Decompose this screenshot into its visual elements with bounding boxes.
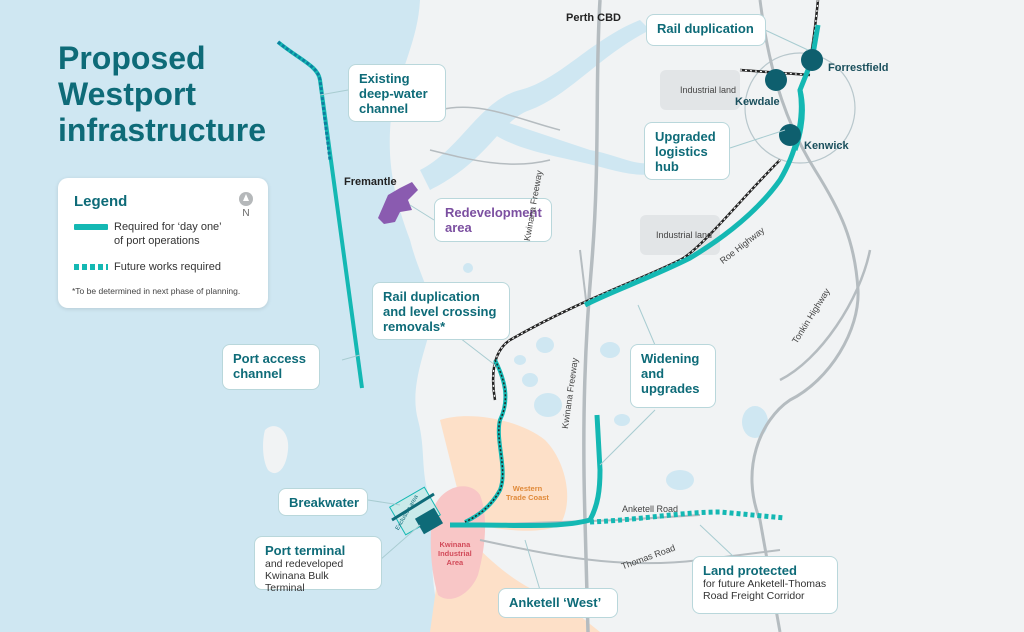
callout-rail-crossing-line2: and level crossing: [383, 304, 497, 319]
callout-land-protected-line1: Land protected: [703, 563, 797, 578]
callout-existing-channel: Existing deep-water channel: [348, 64, 446, 122]
callout-port-terminal-sub2: Kwinana Bulk Terminal: [265, 570, 329, 594]
kwinana-freeway-widening: [587, 414, 603, 522]
callout-port-terminal-sub1: and redeveloped: [265, 558, 344, 570]
kwinana-industrial-zone: [430, 486, 486, 599]
callout-upgraded-hub-line2: logistics: [655, 144, 708, 159]
callout-rail-crossing-line1: Rail duplication: [383, 289, 480, 304]
callout-upgraded-hub-line3: hub: [655, 159, 679, 174]
title-line-2: Westport: [58, 76, 197, 112]
callout-port-terminal: Port terminal and redeveloped Kwinana Bu…: [254, 536, 382, 594]
legend-solid-swatch: [74, 224, 108, 230]
callout-widening-line1: Widening: [641, 351, 700, 366]
lake: [666, 470, 694, 490]
anketell-west-road: [450, 517, 591, 529]
callout-land-protected-sub2: Road Freight Corridor: [703, 590, 805, 602]
callout-port-access-line2: channel: [233, 366, 283, 381]
label-industrial-land-south: Industrial land: [656, 230, 713, 240]
lake: [536, 337, 554, 353]
north-label: N: [242, 208, 250, 219]
callout-rail-duplication-text: Rail duplication: [657, 21, 754, 36]
callout-widening: Widening and upgrades: [630, 344, 716, 408]
callout-redevelopment-line1: Redevelopment: [445, 205, 542, 220]
callout-breakwater: Breakwater: [278, 488, 368, 516]
swan-river: [420, 20, 650, 190]
callout-land-protected: Land protected for future Anketell-Thoma…: [692, 556, 838, 614]
north-arrow: N: [238, 192, 254, 219]
label-kwinana-industrial-line1: Kwinana: [439, 540, 471, 549]
label-anketell-road: Anketell Road: [622, 504, 679, 514]
kenwick-node: [779, 124, 801, 146]
kewdale-node: [765, 69, 787, 91]
callout-port-terminal-line1: Port terminal: [265, 543, 346, 558]
legend-solid-label: Required for ‘day one’ of port operation…: [114, 220, 222, 248]
river-estuary: [495, 120, 664, 175]
lake: [534, 393, 562, 417]
rail-duplication-south-track: [464, 359, 507, 523]
legend-footnote: *To be determined in next phase of plann…: [72, 286, 241, 296]
leader-lines: [319, 29, 809, 591]
label-kewdale: Kewdale: [735, 96, 780, 108]
lake: [463, 263, 473, 273]
legend-solid-line2: of port operations: [114, 235, 200, 247]
callout-port-access: Port access channel: [222, 344, 320, 390]
legend-title: Legend: [74, 193, 128, 210]
label-forrestfield: Forrestfield: [828, 62, 889, 74]
island: [263, 426, 289, 474]
industrial-land-patch: [660, 70, 740, 110]
legend-dashed-label: Future works required: [114, 261, 221, 273]
legend-panel: Legend N Required for ‘day one’ of port …: [58, 178, 268, 308]
label-kenwick: Kenwick: [804, 140, 849, 152]
callout-rail-crossing-line3: removals*: [383, 319, 446, 334]
callout-rail-duplication: Rail duplication: [646, 14, 766, 46]
label-industrial-land-north: Industrial land: [680, 85, 737, 95]
label-fremantle: Fremantle: [344, 176, 397, 188]
title-line-1: Proposed: [58, 40, 206, 76]
lake: [514, 355, 526, 365]
callout-existing-channel-line1: Existing: [359, 71, 410, 86]
label-kwinana-industrial-line2: Industrial: [438, 549, 472, 558]
label-western-trade-coast-line2: Trade Coast: [506, 493, 549, 502]
callout-rail-crossing: Rail duplication and level crossing remo…: [372, 282, 510, 340]
callout-widening-line2: and: [641, 366, 665, 381]
callout-anketell-west: Anketell ‘West’: [498, 588, 618, 618]
breakwater-line: [391, 492, 435, 522]
callout-existing-channel-line3: channel: [359, 101, 409, 116]
lake: [600, 342, 620, 358]
lake: [742, 406, 768, 438]
callout-land-protected-sub1: for future Anketell-Thomas: [703, 578, 827, 590]
callout-upgraded-hub-line1: Upgraded: [655, 129, 716, 144]
redevelopment-area: [378, 182, 418, 224]
forrestfield-node: [801, 49, 823, 71]
callout-anketell-west-text: Anketell ‘West’: [509, 595, 602, 610]
roads: [429, 0, 872, 632]
lake: [522, 373, 538, 387]
lake: [614, 414, 630, 426]
port-terminal-block: [414, 507, 444, 535]
legend-dashed-swatch: [74, 264, 108, 270]
callout-widening-line3: upgrades: [641, 381, 700, 396]
label-kwinana-industrial-line3: Area: [446, 558, 464, 567]
north-arrow-icon: [239, 192, 253, 206]
label-kwinana-industrial: Kwinana Industrial Area: [438, 540, 472, 567]
callout-breakwater-text: Breakwater: [289, 495, 360, 510]
label-western-trade-coast-line1: Western: [512, 484, 543, 493]
label-perth-cbd: Perth CBD: [566, 12, 622, 24]
callout-upgraded-hub: Upgraded logistics hub: [644, 122, 730, 180]
hub-radius: [744, 52, 856, 164]
label-western-trade-coast: Western Trade Coast: [506, 484, 549, 502]
page-title: Proposed Westport infrastructure: [58, 40, 358, 148]
callout-redevelopment-line2: area: [445, 220, 472, 235]
callout-redevelopment: Redevelopment area: [434, 198, 552, 242]
legend-solid-line1: Required for ‘day one’: [114, 221, 222, 233]
existing-deep-water-channel: [277, 40, 332, 161]
callout-port-access-line1: Port access: [233, 351, 306, 366]
callout-existing-channel-line2: deep-water: [359, 86, 428, 101]
title-line-3: infrastructure: [58, 112, 267, 148]
